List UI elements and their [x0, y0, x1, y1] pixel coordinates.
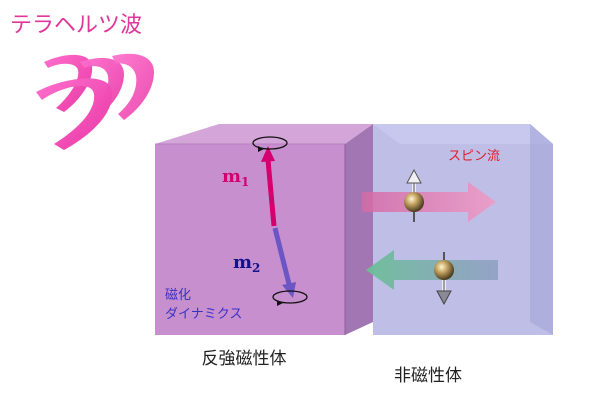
spin-current-arrow-left: [366, 250, 498, 290]
spin-current-arrow-right: [362, 182, 496, 222]
spin-up: [404, 168, 424, 222]
m1-label: m1: [222, 166, 249, 189]
spin-ball-icon: [434, 260, 454, 280]
precession-orbit-icon: [252, 136, 288, 150]
spin-current-label: スピン流: [448, 149, 500, 164]
antiferromagnet-label: 反強磁性体: [202, 349, 287, 369]
m1-vector: [252, 136, 288, 227]
antiferromagnet-box: [155, 124, 373, 335]
nonmagnet-label: 非磁性体: [394, 366, 462, 386]
title-text: テラヘルツ波: [10, 13, 142, 38]
terahertz-wave-icon: [36, 53, 154, 150]
spin-down: [434, 252, 454, 306]
dynamics-label-line1: 磁化: [165, 288, 191, 303]
spin-ball-icon: [404, 192, 424, 212]
precession-orbit-icon: [272, 290, 308, 304]
dynamics-label-line2: ダイナミクス: [165, 307, 242, 322]
m2-label: m2: [233, 252, 260, 275]
m2-vector: [272, 227, 308, 306]
